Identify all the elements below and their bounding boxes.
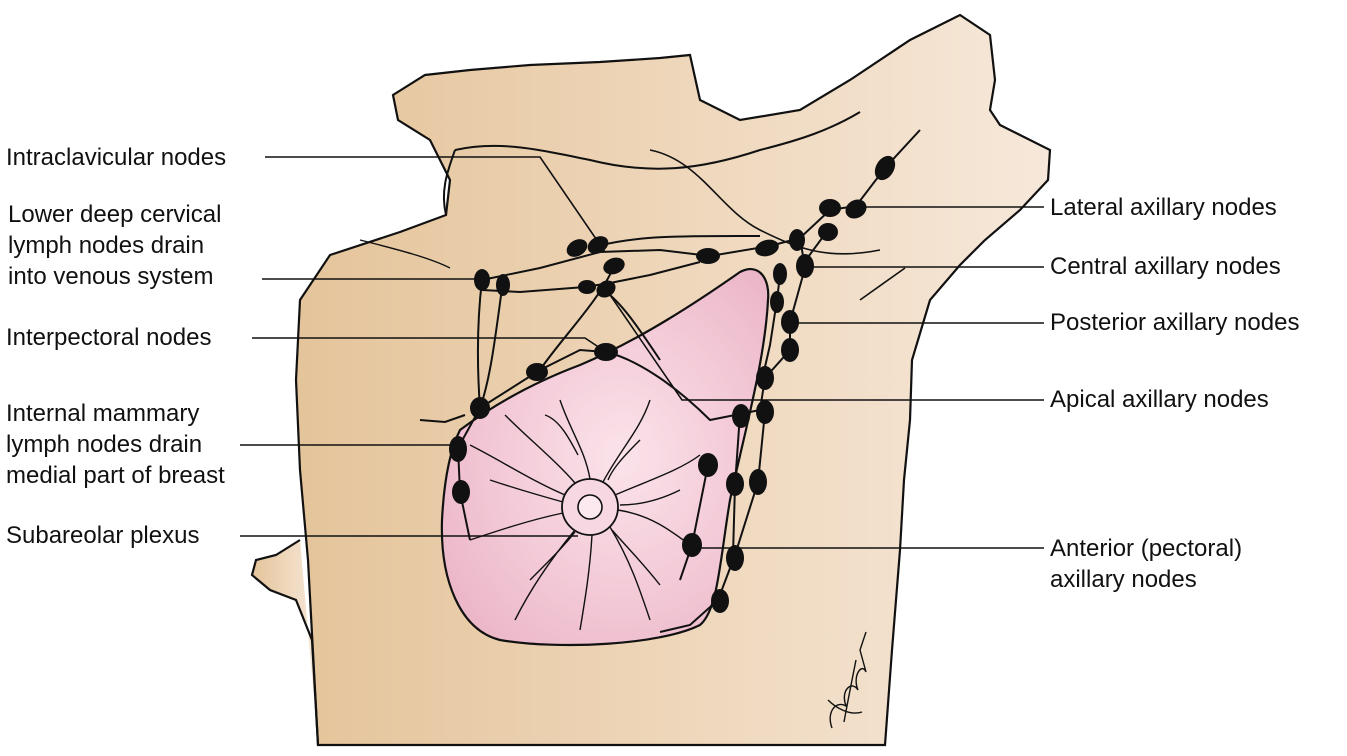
lymph-node (578, 280, 596, 294)
label-central-axillary-nodes: Central axillary nodes (1050, 253, 1281, 280)
muscle-line (359, 239, 451, 269)
leader-apical-axillary (605, 288, 1044, 401)
lymph-node (452, 480, 470, 504)
lymph-node (749, 469, 767, 495)
leader-interpectoral (252, 337, 607, 353)
label-lower-deep-cervical: Lower deep cervical lymph nodes drain in… (8, 201, 222, 290)
lymph-node (755, 239, 779, 257)
lymph-node (682, 533, 702, 557)
lymph-node (711, 589, 729, 613)
lymph-node (819, 199, 841, 217)
nipple (577, 494, 603, 520)
lymph-node (566, 239, 588, 257)
label-posterior-axillary-nodes: Posterior axillary nodes (1050, 309, 1300, 336)
lymph-node (474, 269, 490, 291)
lymph-node (603, 257, 625, 275)
leader-lines (240, 156, 1044, 549)
lymph-node (726, 545, 744, 571)
subareolar-vessels (469, 399, 701, 631)
lymph-node (756, 366, 774, 390)
lymph-node (726, 472, 744, 496)
lymph-node (696, 248, 720, 264)
artist-signature (827, 631, 867, 729)
leader-intraclavicular (265, 156, 606, 253)
axilla-contour (859, 267, 906, 301)
lymph-node (845, 199, 867, 219)
label-apical-axillary-nodes: Apical axillary nodes (1050, 386, 1269, 413)
shoulder-contour (649, 149, 881, 255)
lymph-node (698, 453, 718, 477)
lymph-node (526, 363, 548, 381)
lymph-node (874, 155, 896, 181)
lymph-node (789, 229, 805, 251)
lymph-node (496, 274, 510, 296)
lymph-node (781, 310, 799, 334)
label-anterior-axillary-nodes: Anterior (pectoral) axillary nodes (1050, 535, 1243, 593)
lymph-node (470, 397, 490, 419)
label-subareolar-plexus: Subareolar plexus (6, 522, 200, 549)
lymph-node (756, 400, 774, 424)
neck-line (442, 149, 456, 216)
label-internal-mammary: Internal mammary lymph nodes drain media… (6, 400, 225, 489)
label-intraclavicular-nodes: Intraclavicular nodes (6, 144, 227, 171)
lymph-node (770, 291, 784, 313)
lymph-node (773, 263, 787, 285)
lymph-node (732, 404, 750, 428)
chest-edge-left (250, 539, 320, 746)
lymph-node (796, 254, 814, 278)
lymph-node (449, 436, 467, 462)
label-interpectoral-nodes: Interpectoral nodes (6, 324, 212, 351)
clavicle-line (454, 111, 861, 170)
lymph-nodes (449, 155, 896, 613)
label-lateral-axillary-nodes: Lateral axillary nodes (1050, 194, 1277, 221)
lymph-node (818, 223, 838, 241)
lymph-node (781, 338, 799, 362)
